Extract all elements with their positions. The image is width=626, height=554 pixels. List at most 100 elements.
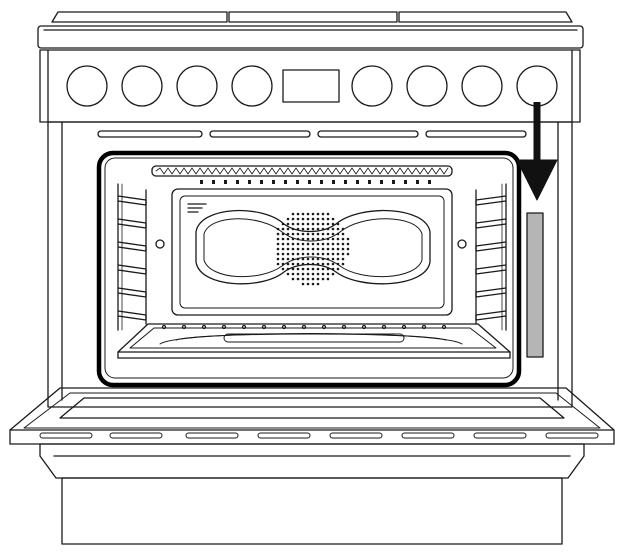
grille-hole [316, 212, 320, 216]
rack-rung [475, 195, 507, 206]
rack-rung [117, 241, 147, 252]
grille-hole [321, 257, 325, 261]
grille-hole [296, 277, 300, 281]
grille-hole [301, 262, 305, 266]
grille-hole [316, 222, 320, 226]
grille-hole [321, 262, 325, 266]
grille-hole [326, 222, 330, 226]
grille-hole [346, 252, 350, 256]
grille-hole [281, 227, 285, 231]
grille-hole [336, 242, 340, 246]
grille-hole [306, 267, 310, 271]
grille-hole [306, 232, 310, 236]
grille-hole [291, 217, 295, 221]
grille-hole [326, 247, 330, 251]
grille-hole [306, 272, 310, 276]
fan-grille [276, 212, 350, 286]
grille-hole [311, 262, 315, 266]
grille-hole [331, 252, 335, 256]
stud [392, 180, 395, 184]
grille-hole [291, 267, 295, 271]
grille-hole [301, 247, 305, 251]
grille-hole [291, 222, 295, 226]
knob-5 [351, 65, 393, 107]
grille-hole [336, 247, 340, 251]
oven-door [9, 387, 615, 445]
stud [320, 180, 323, 184]
grille-hole [291, 277, 295, 281]
stud [416, 180, 419, 184]
grille-hole [286, 247, 290, 251]
grille-hole [301, 267, 305, 271]
grille-hole [311, 252, 315, 256]
grille-hole [311, 237, 315, 241]
display-window [282, 69, 340, 103]
grille-hole [331, 242, 335, 246]
grille-hole [316, 277, 320, 281]
grille-hole [331, 257, 335, 261]
grille-hole [276, 257, 280, 261]
grille-hole [341, 262, 345, 266]
grille-hole [306, 277, 310, 281]
grille-hole [321, 237, 325, 241]
grille-hole [306, 252, 310, 256]
grille-hole [336, 262, 340, 266]
rack-hole [181, 324, 187, 330]
grille-hole [276, 227, 280, 231]
cavity-outline [96, 150, 522, 388]
knob-2 [121, 65, 163, 107]
grille-hole [321, 252, 325, 256]
grille-hole [336, 257, 340, 261]
grille-hole [331, 262, 335, 266]
grille-hole [311, 212, 315, 216]
door-glass [59, 397, 565, 419]
stud [428, 180, 431, 184]
grille-hole [296, 237, 300, 241]
grille-hole [281, 262, 285, 266]
grille-hole [311, 267, 315, 271]
grille-hole [331, 267, 335, 271]
grate-center [228, 11, 398, 23]
door-slot [401, 432, 455, 439]
grate-left [51, 11, 228, 23]
stud [248, 180, 251, 184]
door-slot [109, 432, 163, 439]
grille-hole [306, 242, 310, 246]
grille-hole [311, 222, 315, 226]
grille-hole [341, 237, 345, 241]
grille-hole [321, 217, 325, 221]
grille-hole [316, 217, 320, 221]
rack-rung [475, 218, 507, 229]
grille-hole [311, 227, 315, 231]
grille-hole [331, 232, 335, 236]
side-rack-left [117, 183, 147, 331]
grille-hole [306, 257, 310, 261]
broil-element-coil [155, 167, 449, 175]
grille-hole [306, 237, 310, 241]
rack-hole [441, 324, 447, 330]
grille-hole [331, 227, 335, 231]
grille-hole [321, 272, 325, 276]
grille-hole [336, 267, 340, 271]
knob-3 [176, 65, 218, 107]
broil-element [151, 165, 453, 177]
grille-hole [291, 257, 295, 261]
grille-hole [331, 222, 335, 226]
grille-hole [296, 262, 300, 266]
grille-hole [306, 282, 310, 286]
grille-hole [291, 252, 295, 256]
grille-hole [341, 242, 345, 246]
stud [356, 180, 359, 184]
grille-hole [326, 272, 330, 276]
control-panel-body [39, 49, 581, 123]
grille-hole [276, 237, 280, 241]
rack-hole [361, 324, 367, 330]
highlighted-frame-strip [526, 212, 544, 358]
stud [272, 180, 275, 184]
grille-hole [281, 267, 285, 271]
grille-hole [326, 262, 330, 266]
oven-cavity [96, 150, 522, 388]
grille-hole [301, 272, 305, 276]
rack-rung [117, 287, 147, 298]
grille-hole [311, 282, 315, 286]
